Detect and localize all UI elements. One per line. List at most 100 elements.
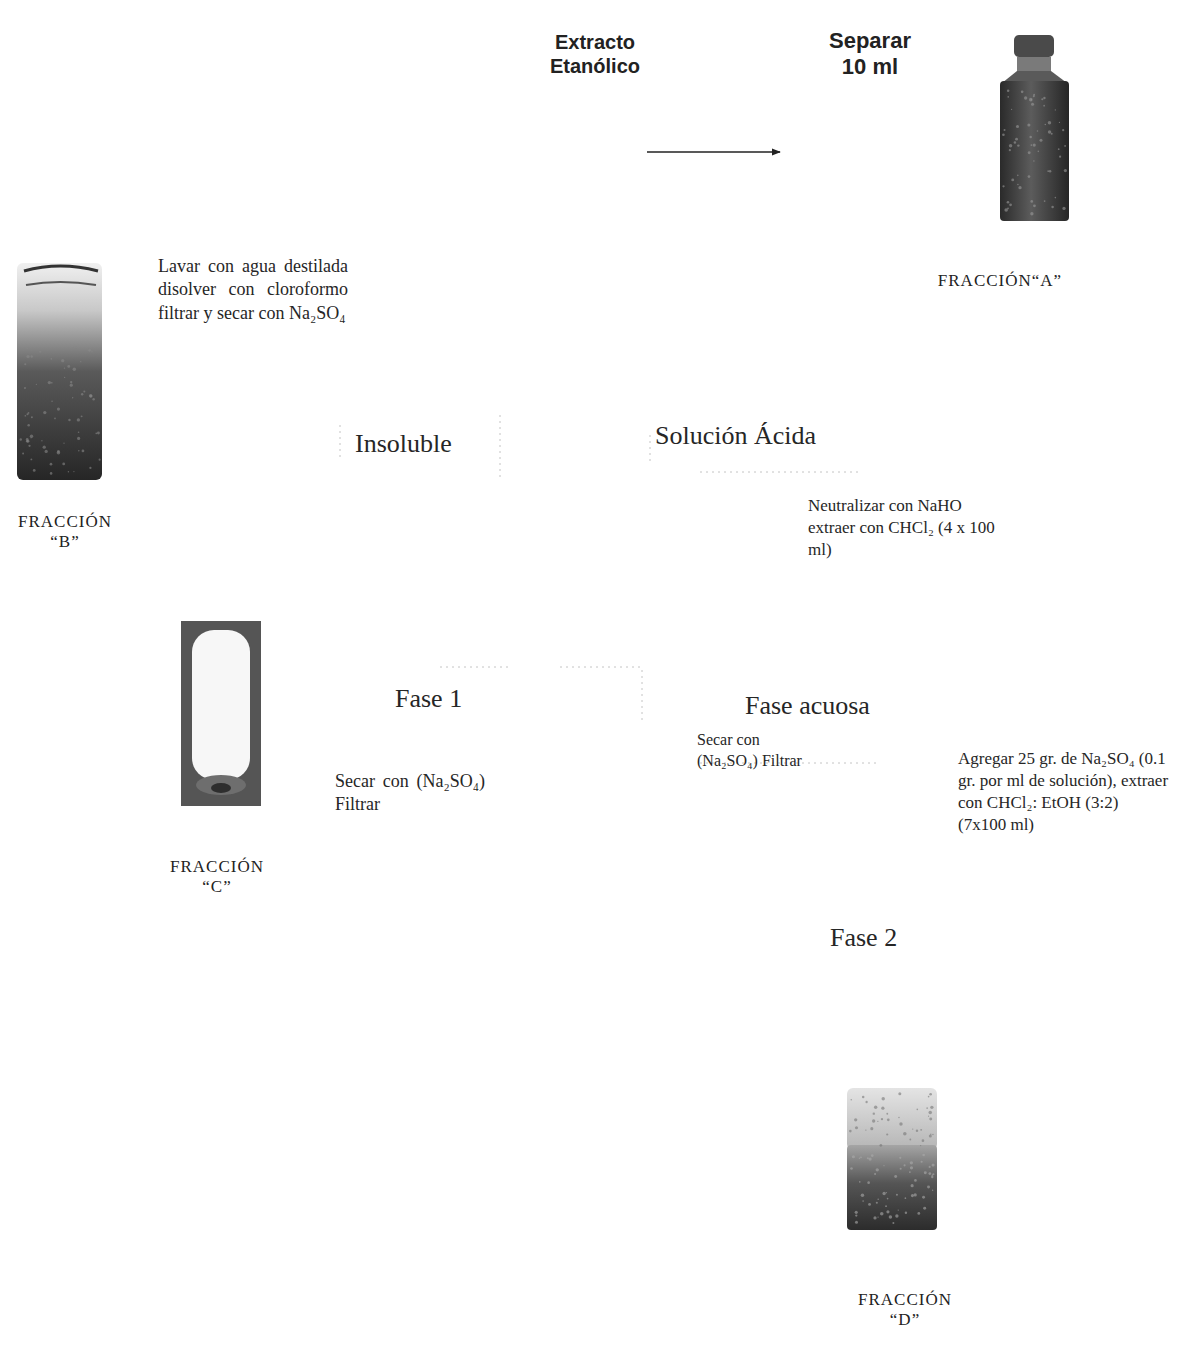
vial-speck	[909, 1171, 911, 1173]
flow-arrow	[647, 151, 780, 152]
vial-speck	[917, 1212, 920, 1215]
vial-speck	[1002, 133, 1005, 136]
vial-speck	[1033, 143, 1036, 146]
vial-speck	[1037, 151, 1039, 153]
vial-speck	[80, 361, 81, 362]
vial-speck	[63, 442, 64, 443]
vial-speck	[910, 1166, 913, 1169]
vial-speck	[850, 1167, 853, 1170]
vial-illustration	[997, 33, 1072, 223]
vial-speck	[1064, 169, 1067, 172]
vial-speck	[886, 1210, 889, 1213]
vial-speck	[881, 1118, 883, 1120]
vial-speck	[877, 1121, 878, 1122]
vial-speck	[88, 349, 91, 352]
dotted-trace	[700, 472, 860, 473]
vial-speck	[1009, 203, 1012, 206]
vial-speck	[877, 1199, 879, 1201]
vial-speck	[931, 1176, 933, 1178]
vial-speck	[874, 1173, 876, 1175]
vial-speck	[911, 1184, 914, 1187]
vial-speck	[89, 394, 92, 397]
vial-speck	[859, 1157, 861, 1159]
vial-speck	[27, 424, 29, 426]
label-holder: Agregar 25 gr. de Na₂SO₄ (0.1 gr. por ml…	[958, 748, 1170, 836]
vial-residue	[211, 783, 231, 793]
vial-speck	[72, 397, 73, 398]
vial-speck	[1045, 124, 1047, 126]
vial-speck	[41, 440, 42, 441]
fraction-label: FRACCIÓN“A”	[925, 271, 1075, 291]
vial-speck	[899, 1122, 902, 1125]
vial-speck	[95, 432, 97, 434]
phase-label: Solución Ácida	[655, 420, 895, 451]
vial-speck	[99, 459, 101, 461]
vial-speck	[20, 438, 22, 440]
vial-speck	[1030, 144, 1032, 146]
vial-speck	[885, 1205, 887, 1207]
label-holder: Solución Ácida	[655, 420, 895, 451]
vial-speck	[855, 1221, 858, 1224]
vial-speck	[852, 1155, 855, 1158]
vial-speck	[932, 1163, 935, 1166]
vial-illustration	[180, 620, 262, 807]
vial-speck	[898, 1117, 899, 1118]
vial-speck	[1059, 122, 1060, 123]
vial-speck	[909, 1139, 911, 1141]
vial-speck	[28, 445, 30, 447]
vial-speck	[43, 411, 46, 414]
vial-speck	[929, 1166, 931, 1168]
vial-speck	[903, 1164, 905, 1166]
vial-speck	[898, 1092, 901, 1095]
vial-speck	[876, 1202, 878, 1204]
vial-speck	[1043, 97, 1045, 99]
vial-speck	[89, 467, 91, 469]
vial-speck	[929, 1134, 932, 1137]
vial-cap	[1014, 35, 1054, 57]
procedure-note: Neutralizar con NaHO extraer con CHCl₂ (…	[808, 495, 1008, 561]
vial-speck	[876, 1168, 879, 1171]
vial-speck	[1007, 96, 1009, 98]
vial-speck	[30, 355, 32, 357]
vial-speck	[880, 1212, 884, 1216]
vial-speck	[1043, 105, 1045, 107]
vial-speck	[77, 418, 80, 421]
vial-speck	[929, 1111, 933, 1115]
sample-vial: FRACCIÓN “D”	[830, 1078, 980, 1340]
vial-speck	[932, 1134, 933, 1135]
vial-speck	[1041, 98, 1043, 100]
vial-speck	[899, 1157, 901, 1159]
vial-rim	[24, 266, 98, 271]
vial-speck	[887, 1198, 889, 1200]
connector-layer	[647, 152, 780, 153]
vial-speck	[1028, 175, 1031, 178]
vial-speck	[1058, 148, 1060, 150]
vial-speck	[914, 1193, 917, 1196]
vial-speck	[1007, 201, 1010, 204]
vial-speck	[929, 1093, 932, 1096]
vial-speck	[1051, 133, 1053, 135]
vial-speck	[89, 395, 92, 398]
vial-speck	[54, 418, 56, 420]
vial-speck	[1033, 204, 1036, 207]
vial-speck	[928, 1172, 931, 1175]
vial-speck	[870, 1127, 873, 1130]
vial-speck	[920, 1129, 922, 1131]
phase-label: Fase 1	[395, 683, 495, 714]
vial-speck	[862, 1200, 864, 1202]
vial-speck	[865, 1101, 867, 1103]
vial-speck	[1004, 208, 1008, 212]
vial-speck	[886, 1113, 888, 1115]
vial-speck	[920, 1145, 921, 1146]
vial-speck	[1029, 98, 1033, 102]
vial-speck	[922, 1154, 925, 1157]
dotted-trace	[560, 667, 640, 668]
vial-speck	[929, 1118, 932, 1121]
vial-speck	[81, 415, 83, 417]
vial-speck	[78, 431, 80, 433]
vial-speck	[1055, 197, 1057, 199]
vial-speck	[1007, 89, 1009, 91]
vial-speck	[50, 463, 53, 466]
vial-speck	[914, 1179, 917, 1182]
vial-speck	[70, 381, 72, 383]
